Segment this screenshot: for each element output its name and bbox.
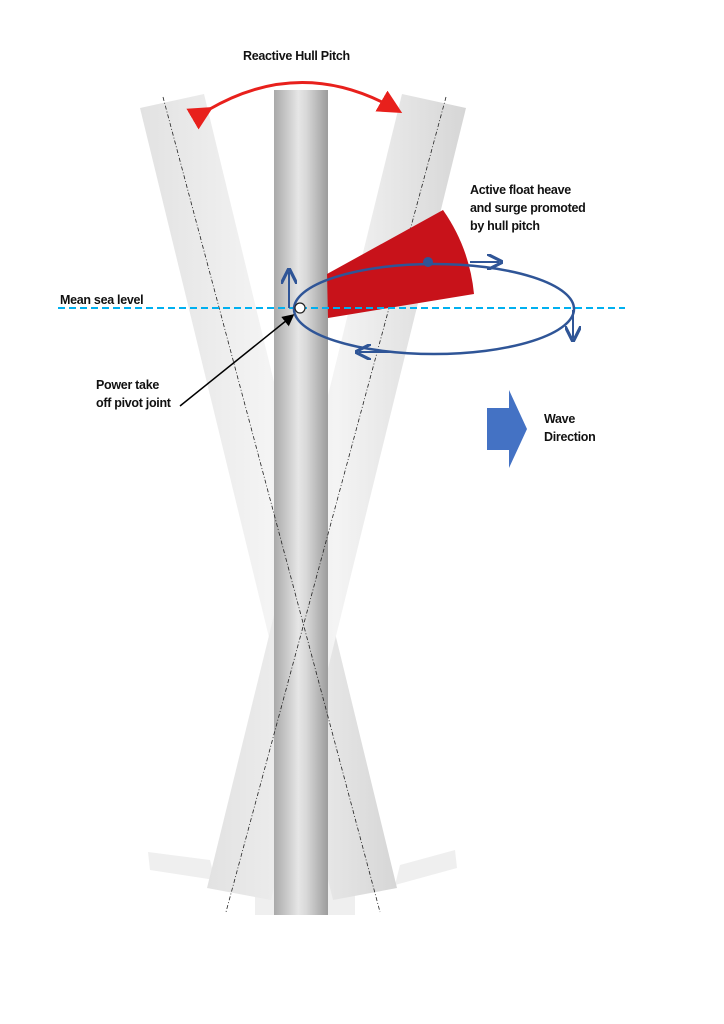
left-axis-line: [162, 96, 381, 913]
float-motion-path: [292, 262, 576, 356]
hull-pitch-arrow: [186, 81, 403, 130]
pivot-pointer-arrow: [179, 314, 295, 407]
pto-label-line2: off pivot joint: [96, 396, 171, 410]
float-centre-dot: [423, 257, 433, 267]
wave-label-line2: Direction: [544, 430, 596, 444]
central-column: [274, 90, 328, 915]
sea-level-label: Mean sea level: [60, 293, 144, 307]
pto-label-line1: Power take: [96, 378, 160, 392]
pivot-joint-icon: [294, 302, 306, 314]
hull-pitch-label: Reactive Hull Pitch: [243, 49, 350, 63]
right-axis-line: [225, 96, 447, 913]
float-label-line2: and surge promoted: [470, 201, 586, 215]
float-label-line3: by hull pitch: [470, 219, 540, 233]
wave-direction-arrow-icon: [487, 390, 527, 468]
float-label-line1: Active float heave: [470, 183, 571, 197]
wave-label-line1: Wave: [544, 412, 575, 426]
left-tilted-cylinder: [140, 94, 397, 900]
